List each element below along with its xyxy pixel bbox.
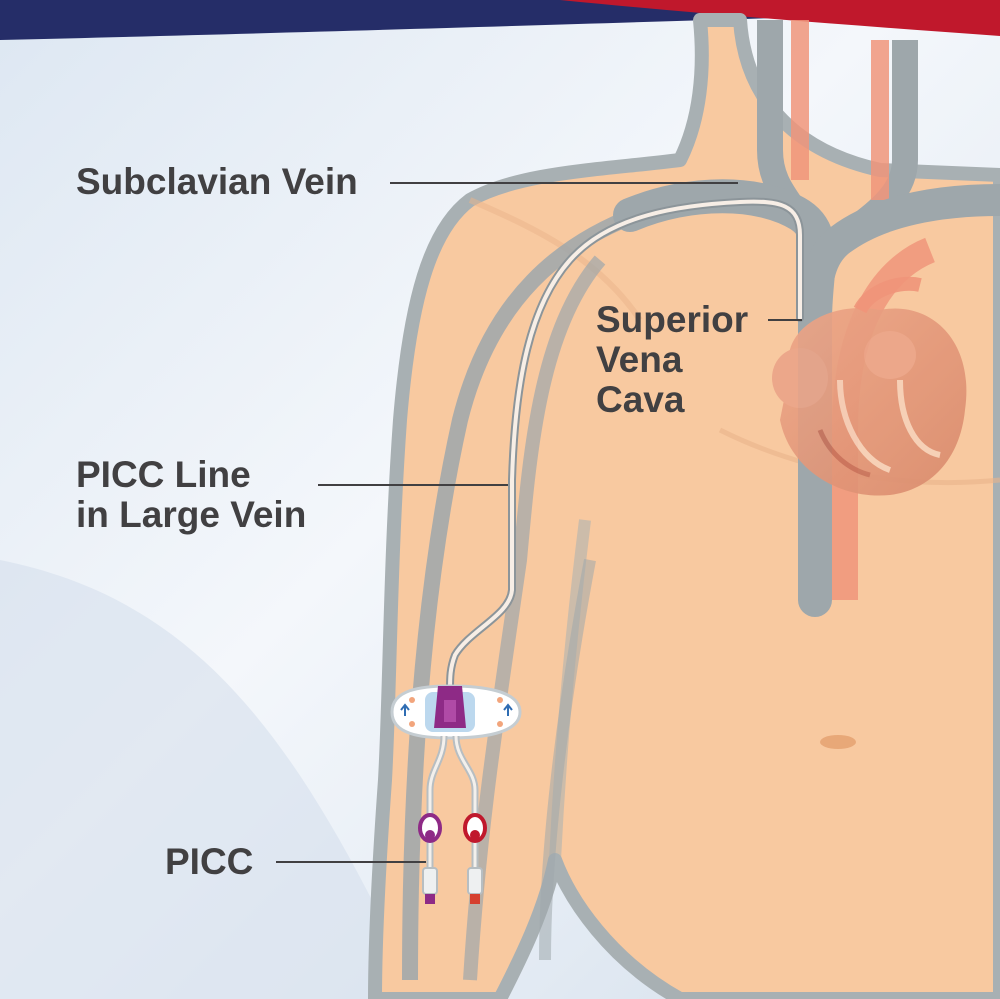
label-picc-line-2: in Large Vein [76,494,307,535]
subclavian-vein-right [799,184,1000,321]
arm-vein-inner [539,558,596,961]
label-svc-line-2: Vena [596,339,683,380]
top-banner-red [560,0,1000,36]
label-picc-line: PICC Line in Large Vein [76,455,306,535]
label-subclavian-vein: Subclavian Vein [76,161,358,202]
hub-left [422,867,438,904]
picc-catheter-line-inner [448,199,802,692]
label-svc-line-3: Cava [596,379,685,420]
label-picc: PICC [165,841,254,882]
navel [820,735,856,749]
clamp-right [463,813,487,843]
arm-vein-outer [402,202,653,981]
picc-lumen-right-inner [454,735,477,870]
label-picc-line-1: PICC Line [76,454,251,495]
picc-lumen-left-inner [428,735,446,870]
label-superior-vena-cava: Superior Vena Cava [596,300,748,420]
arm-vein-basilic [463,255,606,981]
background-streak [0,560,420,999]
label-svc-line-1: Superior [596,299,749,340]
securement-device [390,684,522,740]
clamp-left [418,813,442,843]
hub-right [467,867,483,904]
heart [772,276,967,496]
body-silhouette [368,13,1000,999]
